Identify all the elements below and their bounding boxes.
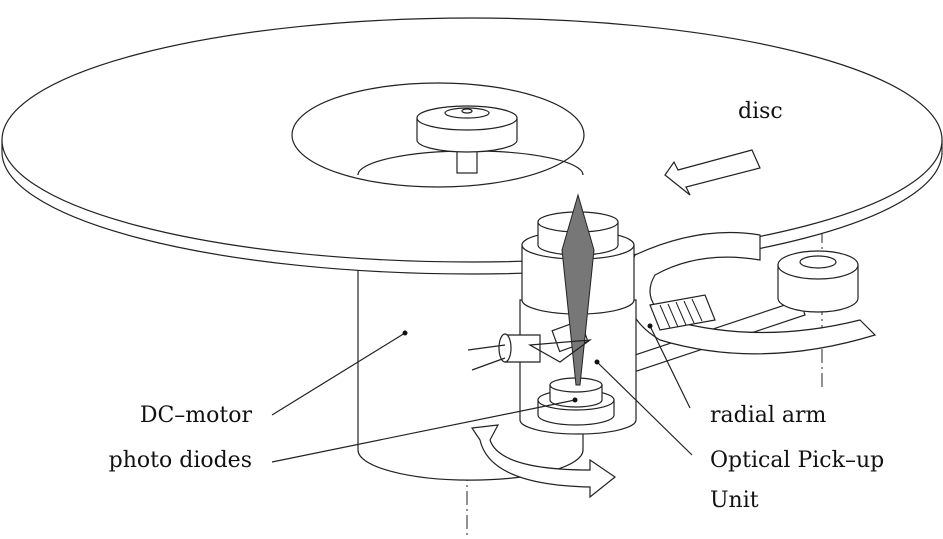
label-radial-arm: radial arm — [710, 403, 827, 428]
optical-pickup-unit — [467, 193, 637, 435]
radial-arm — [589, 231, 877, 386]
label-optical-pickup: Optical Pick–up — [710, 448, 884, 473]
disc-rotation-arrow — [664, 149, 761, 196]
label-disc: disc — [738, 99, 783, 124]
label-dc-motor: DC–motor — [140, 403, 253, 428]
radial-motion-arrow — [470, 424, 617, 499]
label-optical-pickup-unit: Unit — [710, 488, 759, 513]
leader-lines — [271, 323, 693, 463]
laser-beam — [561, 193, 595, 386]
spindle — [416, 105, 518, 174]
label-photo-diodes: photo diodes — [109, 448, 252, 473]
